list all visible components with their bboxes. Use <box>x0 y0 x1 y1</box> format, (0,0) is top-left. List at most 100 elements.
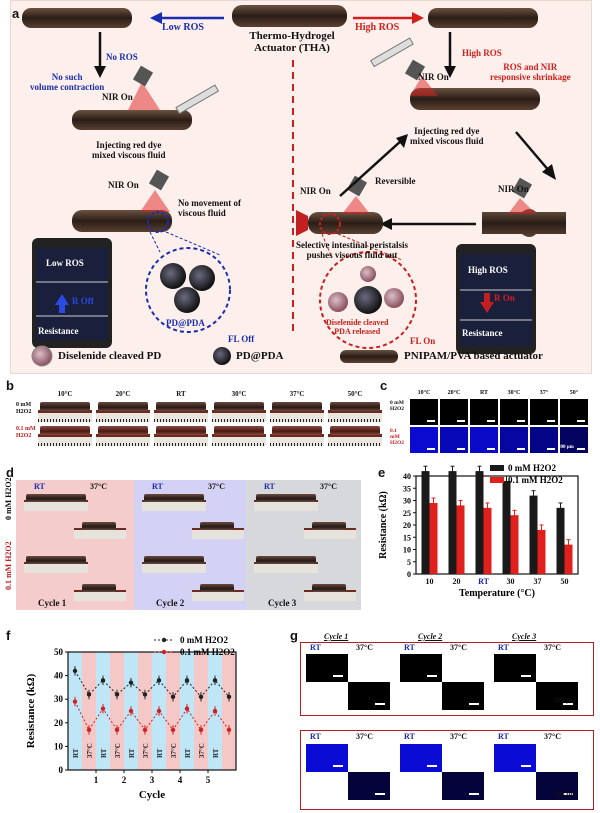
scale-bar <box>547 448 555 450</box>
panel-g-rt: RT <box>404 643 415 652</box>
chart-f-point <box>212 678 218 683</box>
scale-bar <box>577 448 585 450</box>
actuator-37c <box>74 584 126 601</box>
panel-g-image-37-01mM <box>442 772 484 800</box>
chart-f-ytick-label: 0 <box>59 765 64 775</box>
panel-g-image-37-01mM <box>348 772 390 800</box>
chart-e-bar <box>556 507 565 574</box>
actuator-sample <box>82 522 116 530</box>
chart-f-ytick-label: 30 <box>54 694 64 704</box>
chart-e-legend-swatch <box>490 477 504 483</box>
panel-g-37: 37°C <box>356 643 373 652</box>
chart-e-legend-label: 0.1 mM H2O2 <box>508 475 563 485</box>
panel-g-image-37-0mM <box>442 682 484 710</box>
chart-f-point <box>156 678 162 683</box>
scale-bar <box>469 703 479 705</box>
panel-c-temp: 10°C <box>417 390 431 396</box>
actuator-sample <box>26 556 86 564</box>
phone-right-state: R On <box>494 293 515 303</box>
scale-bar <box>521 765 531 767</box>
chart-f-band-label: 37°C <box>114 743 122 758</box>
panel-b-row0: 0 mM H2O2 <box>16 402 32 415</box>
actuator-rt <box>142 556 206 573</box>
ruler <box>96 410 150 422</box>
fluorescence-image-01mM <box>530 427 558 453</box>
scale-bar <box>375 703 385 705</box>
chart-f-series-line <box>74 701 230 731</box>
ruler <box>38 434 92 446</box>
tube-left-top <box>22 8 132 28</box>
chart-f-band-label: RT <box>184 748 192 758</box>
panel-g-box-0mM <box>300 642 594 716</box>
panel-d-row1: 0.1 mM H2O2 <box>4 541 13 590</box>
chart-f-legend-label: 0 mM H2O2 <box>180 635 228 645</box>
up-arrow-icon <box>55 294 69 305</box>
actuator-rt <box>24 494 88 511</box>
panel-c-scale: 200 μm <box>558 445 574 450</box>
actuator-sample <box>330 426 380 435</box>
actuator-sample <box>256 494 316 502</box>
actuator-sample <box>40 426 90 435</box>
actuator-37c <box>192 522 244 539</box>
panel-b-temp: 50°C <box>347 390 363 398</box>
chart-e-bar <box>475 471 484 574</box>
panel-b-label: b <box>6 378 14 393</box>
panel-g-cycle: Cycle 2 <box>418 632 443 641</box>
chart-e-bar <box>483 507 492 574</box>
chart-f-point <box>86 692 92 697</box>
fluorescence-image-0mM <box>440 399 468 425</box>
selective-label: Selective intestinal peristalsis pushes … <box>296 240 408 260</box>
ruler <box>38 410 92 422</box>
panel-g-rt: RT <box>498 643 509 652</box>
fl-off-label: FL Off <box>228 334 255 344</box>
panel-g-37-2: 37°C <box>450 732 467 741</box>
panel-c-label: c <box>380 378 388 393</box>
fluorescence-image-0mM <box>470 399 498 425</box>
fluorescence-image-0mM <box>560 399 588 425</box>
chart-e-bar <box>529 495 538 574</box>
chart-f-band <box>222 652 236 770</box>
fluorescence-image-01mM <box>440 427 468 453</box>
actuator-rt <box>254 494 318 511</box>
panel-d-rt: RT <box>34 482 45 491</box>
scale-bar <box>333 675 343 677</box>
panel-g-rt-2: RT <box>310 732 321 741</box>
panel-g-image-rt-01mM <box>306 744 348 772</box>
chart-f-point <box>100 706 106 711</box>
actuator-sample <box>26 494 86 502</box>
ruler <box>154 434 208 446</box>
chart-e-legend-label: 0 mM H2O2 <box>508 463 556 473</box>
chart-f-point <box>198 694 204 700</box>
fluorescence-image-0mM <box>500 399 528 425</box>
chart-e-ytick-label: 0 <box>407 570 411 579</box>
panel-f-label: f <box>6 628 11 643</box>
chart-f-band-label: RT <box>128 748 136 758</box>
pd-pda-label: PD@PDA <box>166 318 205 328</box>
ros-nir-label: ROS and NIR responsive shrinkage <box>490 62 571 82</box>
scale-bar <box>547 420 555 422</box>
phone-left-title: Low ROS <box>46 258 84 268</box>
actuator-37c <box>304 522 356 539</box>
chart-f-band <box>82 652 96 770</box>
chart-e-ytick-label: 25 <box>403 509 411 518</box>
actuator-sample <box>40 402 90 411</box>
chart-f-series-line <box>74 670 230 698</box>
nir-on-label-5: NIR On <box>498 184 529 194</box>
actuator-sample <box>98 426 148 435</box>
reversible-label: Reversible <box>375 176 416 186</box>
scale-bar <box>427 675 437 677</box>
ruler <box>96 434 150 446</box>
chart-f-point <box>212 708 218 714</box>
panel-g-rt: RT <box>310 643 321 652</box>
scale-bar <box>427 765 437 767</box>
panel-b-temp: 30°C <box>231 390 247 398</box>
scale-bar <box>427 420 435 422</box>
scale-bar <box>521 675 531 677</box>
ruler <box>328 434 382 446</box>
chart-e-bar <box>421 471 430 574</box>
panel-g-image-rt-01mM <box>494 744 536 772</box>
panel-g-37: 37°C <box>544 643 561 652</box>
chart-f-legend-marker <box>161 649 167 655</box>
